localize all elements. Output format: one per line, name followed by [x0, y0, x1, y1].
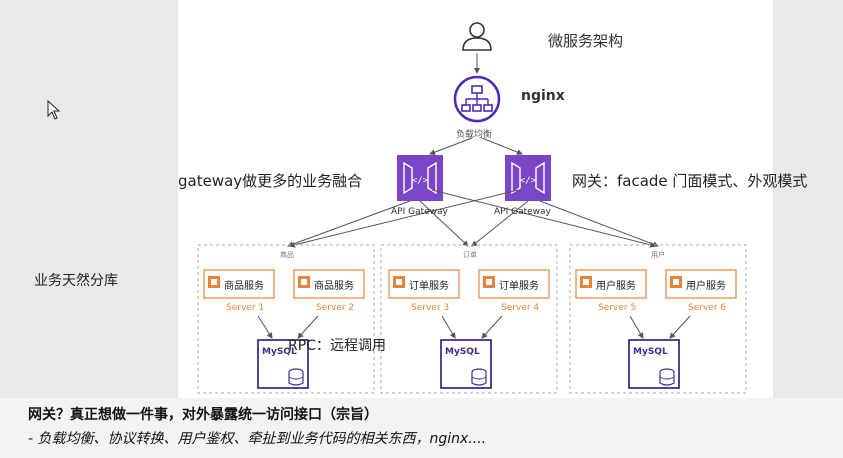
group-label: 订单 — [463, 251, 477, 259]
db-sharding-note: 业务天然分库 — [34, 273, 118, 289]
note-line-1: 网关？真正想做一件事，对外暴露统一访问接口（宗旨） — [28, 407, 378, 423]
mysql-database-icon — [257, 339, 309, 389]
user-icon — [462, 22, 492, 51]
mysql-database-icon — [440, 339, 492, 389]
mysql-database-icon — [628, 339, 680, 389]
service-box — [575, 269, 647, 299]
service-box — [478, 269, 550, 299]
service-name: 订单服务 — [499, 281, 539, 292]
load-balancer-icon — [453, 75, 501, 123]
service-to-db-lines — [257, 315, 691, 339]
gateway-note-left: gateway做更多的业务融合 — [178, 172, 363, 190]
service-name: 用户服务 — [596, 281, 636, 292]
mouse-cursor-icon — [47, 100, 61, 120]
api-gateway-icon: </> — [397, 155, 443, 201]
gateway-note-right: 网关：facade 门面模式、外观模式 — [572, 172, 808, 190]
nginx-to-gateway1-arrow — [429, 137, 473, 156]
group-label: 商品 — [280, 251, 294, 259]
service-box — [293, 269, 365, 299]
diagram-panel — [178, 0, 773, 398]
api-gateway-icon: </> — [505, 155, 551, 201]
load-balance-label: 负载均衡 — [456, 130, 493, 140]
nginx-label: nginx — [521, 88, 565, 104]
server-label: Server 6 — [688, 303, 727, 313]
diagram-title: 微服务架构 — [548, 32, 624, 50]
mysql-label: MySQL — [445, 347, 480, 357]
notes-panel — [0, 398, 843, 458]
service-name: 商品服务 — [314, 281, 354, 292]
server-label: Server 4 — [501, 303, 540, 313]
service-box — [203, 269, 275, 299]
server-label: Server 2 — [316, 303, 355, 313]
server-label: Server 5 — [598, 303, 637, 313]
svg-text:</>: </> — [412, 176, 429, 186]
note-line-2: - 负载均衡、协议转换、用户鉴权、牵扯到业务代码的相关东西，nginx.... — [28, 431, 487, 447]
svg-text:</>: </> — [520, 176, 537, 186]
rpc-note: RPC：远程调用 — [288, 338, 386, 354]
service-name: 商品服务 — [224, 281, 264, 292]
nginx-to-gateway2-arrow — [481, 137, 523, 155]
gateway-routing-lines — [287, 189, 659, 248]
server-label: Server 1 — [226, 303, 265, 313]
mysql-label: MySQL — [633, 347, 668, 357]
service-name: 订单服务 — [409, 281, 449, 292]
api-gateway-label: API Gateway — [494, 207, 551, 217]
service-name: 用户服务 — [686, 281, 726, 292]
service-box — [388, 269, 460, 299]
server-label: Server 3 — [411, 303, 450, 313]
mysql-label: MySQL — [262, 347, 297, 357]
api-gateway-label: API Gateway — [391, 207, 448, 217]
service-box — [665, 269, 737, 299]
group-label: 用户 — [651, 251, 665, 259]
